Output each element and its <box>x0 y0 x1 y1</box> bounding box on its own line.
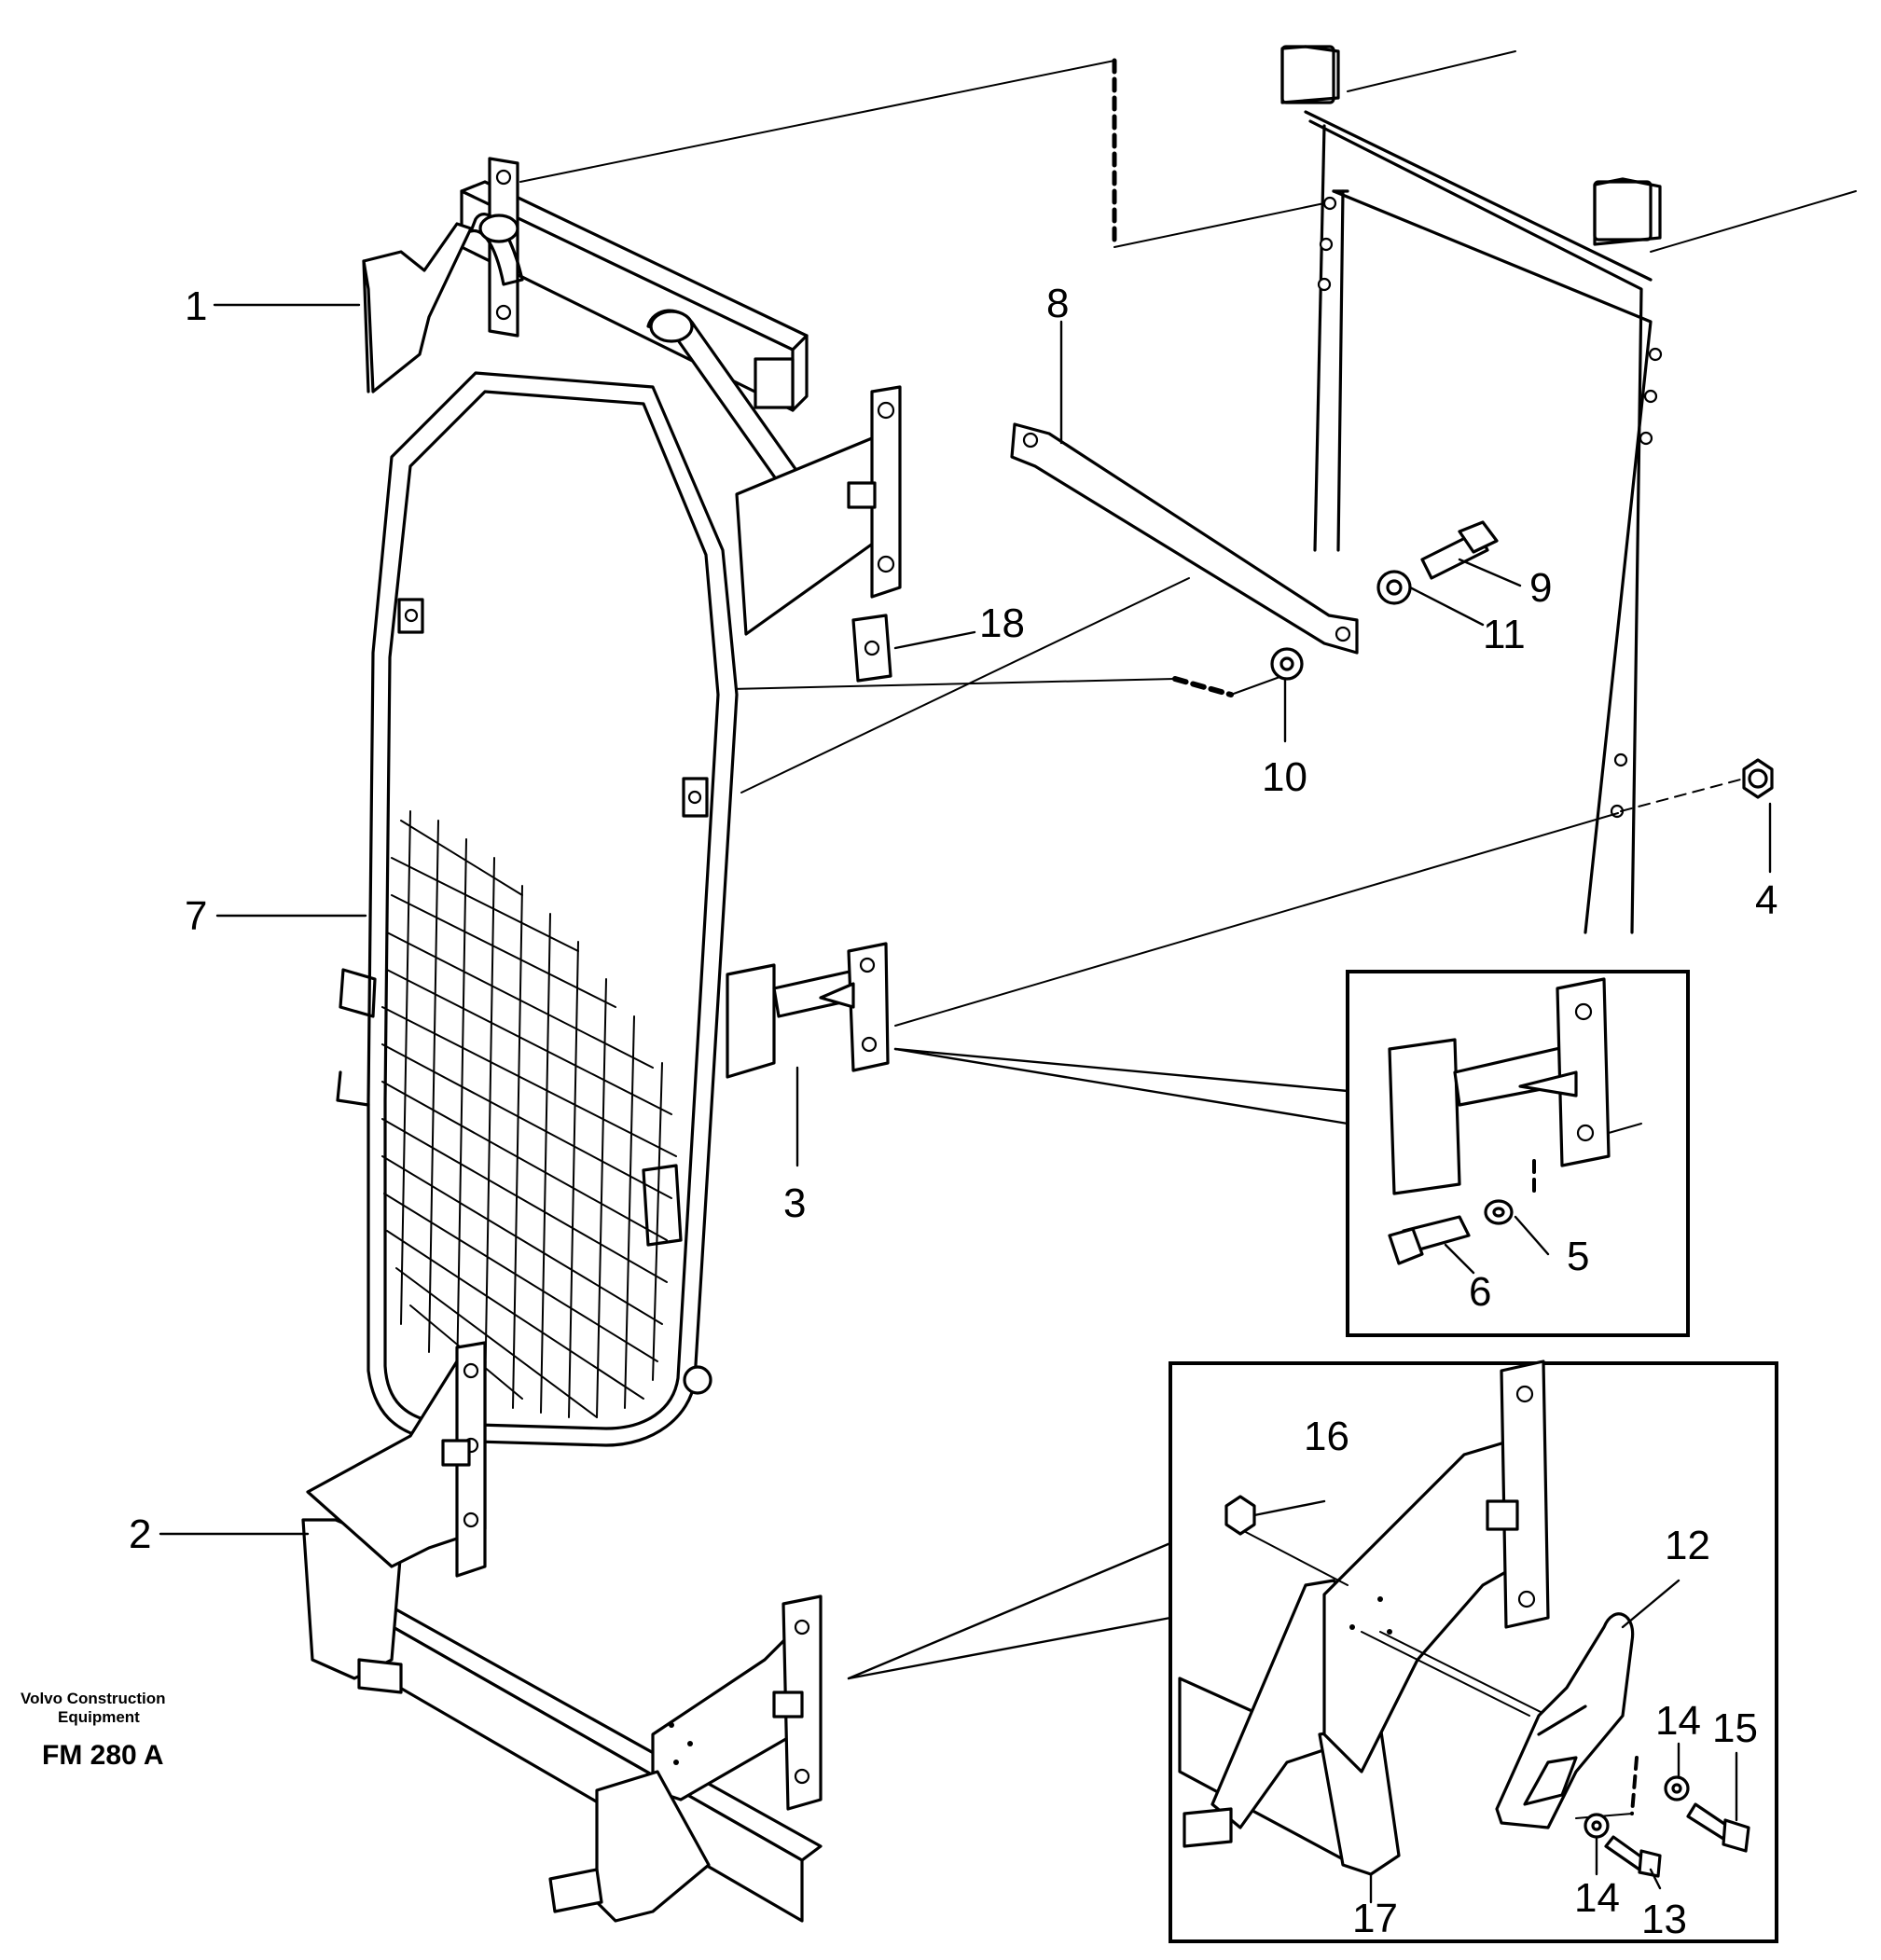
brand-block: Volvo Construction Equipment FM 280 A <box>21 1690 166 1771</box>
callout-12: 12 <box>1665 1523 1710 1568</box>
callout-3: 3 <box>783 1180 806 1226</box>
callout-18: 18 <box>979 600 1025 646</box>
figure-code: FM 280 A <box>42 1740 164 1771</box>
brand-line-2: Equipment <box>58 1708 140 1726</box>
part-4-nut <box>1742 758 1774 799</box>
callout-15: 15 <box>1712 1705 1758 1751</box>
brand-line-1: Volvo Construction <box>21 1690 166 1707</box>
callout-1: 1 <box>185 283 207 329</box>
callout-2: 2 <box>129 1511 151 1557</box>
callout-labels: 1 2 3 4 5 6 7 8 9 10 11 12 13 14 14 15 1… <box>129 281 1777 1942</box>
part-3-latch <box>726 942 890 1079</box>
inset-detail-lower <box>847 1360 1778 1943</box>
callout-6: 6 <box>1469 1269 1491 1315</box>
part-18-plate <box>851 614 892 683</box>
callout-17: 17 <box>1352 1896 1398 1941</box>
callout-9: 9 <box>1529 565 1552 611</box>
callout-13: 13 <box>1641 1897 1687 1942</box>
part-2-lower-bracket <box>301 1341 823 1923</box>
part-8-strut <box>1010 422 1499 681</box>
part-7-grille <box>336 371 739 1447</box>
callout-7: 7 <box>185 893 207 939</box>
grille-mesh <box>381 810 677 1418</box>
inset-detail-latch <box>893 970 1690 1337</box>
projection-lines <box>519 58 1745 1027</box>
callout-4: 4 <box>1755 877 1777 923</box>
callout-8: 8 <box>1046 281 1069 326</box>
part-1-upper-bracket <box>362 157 902 636</box>
callout-11: 11 <box>1483 612 1526 657</box>
cab-frame <box>1280 45 1857 934</box>
callout-leaders <box>159 303 1772 1904</box>
callout-5: 5 <box>1567 1234 1589 1279</box>
callout-14-lower: 14 <box>1574 1875 1620 1921</box>
callout-14-upper: 14 <box>1655 1698 1701 1744</box>
callout-16: 16 <box>1304 1414 1349 1459</box>
callout-10: 10 <box>1262 754 1307 800</box>
